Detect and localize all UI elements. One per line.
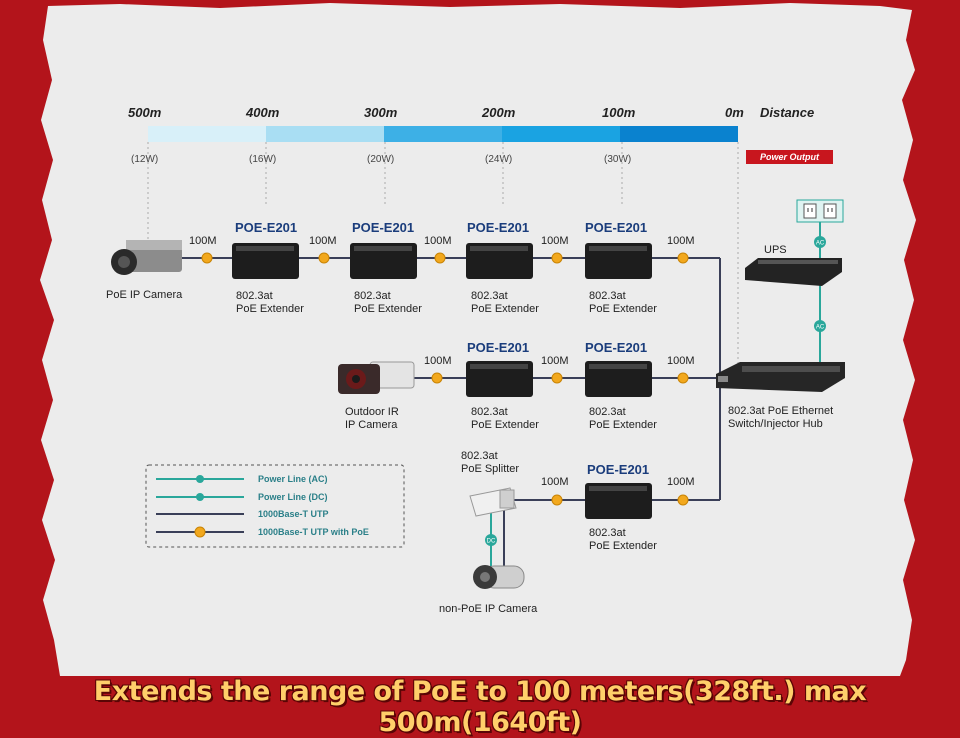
paper-background — [40, 3, 916, 676]
network-diagram: AC AC DC — [111, 142, 845, 589]
extender-model-label: POE-E201 — [352, 220, 415, 235]
poe-extender-box — [466, 361, 533, 397]
link-speed-label: 100M — [541, 235, 569, 247]
link-speed-label: 100M — [189, 235, 217, 247]
power-watt-label: (30W) — [604, 154, 632, 165]
distance-segment — [266, 126, 384, 142]
extender-description: 802.3at PoE Extender — [471, 406, 539, 431]
ups-icon — [745, 258, 842, 286]
extender-description: 802.3at PoE Extender — [589, 527, 657, 552]
legend-label: 1000Base-T UTP with PoE — [258, 527, 369, 537]
distance-tick: 100m — [602, 105, 636, 120]
poe-splitter-icon — [469, 487, 517, 517]
link-speed-label: 100M — [667, 355, 695, 367]
distance-segment — [384, 126, 502, 142]
non-poe-ip-camera-icon — [473, 565, 525, 589]
ac-badge-text: AC — [816, 325, 825, 331]
extender-model-label: POE-E201 — [467, 340, 530, 355]
link-speed-label: 100M — [424, 355, 452, 367]
poe-ip-camera-label: PoE IP Camera — [106, 289, 183, 301]
extender-description: 802.3at PoE Extender — [589, 290, 657, 315]
poe-extender-box — [585, 243, 652, 279]
distance-segment — [148, 126, 266, 142]
poe-switch-label: 802.3at PoE Ethernet Switch/Injector Hub — [728, 405, 834, 430]
ac-badge-icon: AC — [814, 236, 826, 248]
link-speed-label: 100M — [541, 476, 569, 488]
poe-dots — [201, 252, 689, 506]
power-watt-label: (12W) — [131, 154, 159, 165]
poe-extender-box — [466, 243, 533, 279]
poe-ip-camera-icon — [111, 240, 182, 275]
non-poe-camera-label: non-PoE IP Camera — [439, 603, 538, 615]
distance-tick: 300m — [364, 105, 398, 120]
power-watt-label: (20W) — [367, 154, 395, 165]
link-speed-label: 100M — [667, 235, 695, 247]
extender-model-label: POE-E201 — [585, 340, 648, 355]
ups-label: UPS — [764, 244, 787, 256]
distance-tick: 0m — [725, 105, 744, 120]
link-speed-label: 100M — [424, 235, 452, 247]
torn-paper-panel — [40, 3, 916, 676]
distance-segment — [620, 126, 738, 142]
outdoor-ir-camera-icon — [338, 361, 415, 394]
dc-badge-text: DC — [487, 539, 496, 545]
legend-label: 1000Base-T UTP — [258, 509, 329, 519]
ac-badge-text: AC — [816, 241, 825, 247]
power-watt-label: (24W) — [485, 154, 513, 165]
distance-tick: 400m — [246, 105, 280, 120]
extender-description: 802.3at PoE Extender — [471, 290, 539, 315]
poe-extender-box — [585, 483, 652, 519]
poe-extender-box — [232, 243, 299, 279]
extender-description: 802.3at PoE Extender — [354, 290, 422, 315]
ac-badge-icon: AC — [814, 320, 826, 332]
poe-extender-box — [350, 243, 417, 279]
distance-axis-label: Distance — [760, 105, 815, 120]
poe-extender-box — [585, 361, 652, 397]
legend-label: Power Line (AC) — [258, 474, 328, 484]
distance-tick: 500m — [128, 105, 162, 120]
dc-badge-icon: DC — [485, 534, 497, 546]
distance-guides — [147, 142, 739, 370]
link-speed-label: 100M — [309, 235, 337, 247]
extender-model-label: POE-E201 — [585, 220, 648, 235]
outdoor-camera-label: Outdoor IR IP Camera — [345, 406, 399, 431]
power-watt-label: (16W) — [249, 154, 277, 165]
power-output-badge: Power Output — [746, 150, 833, 164]
poe-splitter-label: 802.3at PoE Splitter — [461, 450, 520, 475]
distance-tick: 200m — [482, 105, 516, 120]
extender-description: 802.3at PoE Extender — [236, 290, 304, 315]
poe-switch-icon — [716, 362, 845, 392]
legend — [145, 464, 405, 548]
extender-model-label: POE-E201 — [235, 220, 298, 235]
distance-gradient-bar — [148, 126, 738, 142]
extender-model-label: POE-E201 — [467, 220, 530, 235]
caption-banner: Extends the range of PoE to 100 meters(3… — [93, 676, 867, 738]
link-speed-label: 100M — [667, 476, 695, 488]
extender-description: 802.3at PoE Extender — [589, 406, 657, 431]
extender-model-label: POE-E201 — [587, 462, 650, 477]
power-outlet-icon — [796, 199, 844, 223]
distance-segment — [502, 126, 620, 142]
legend-label: Power Line (DC) — [258, 492, 328, 502]
link-speed-label: 100M — [541, 355, 569, 367]
